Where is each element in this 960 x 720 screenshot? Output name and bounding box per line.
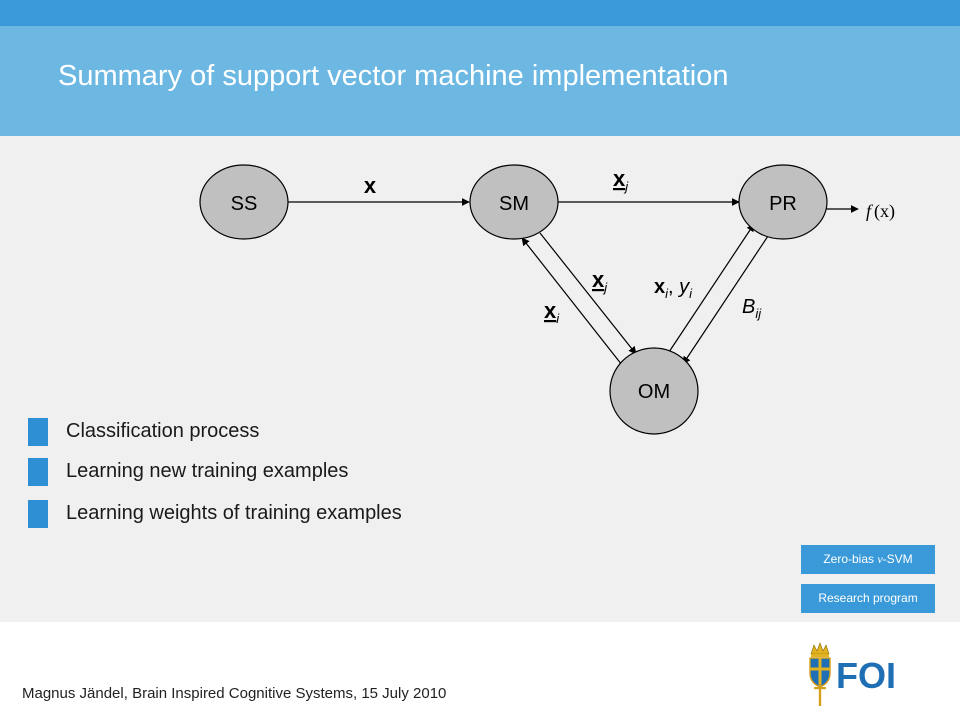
edge-label-ss-sm: x <box>364 173 377 198</box>
research-program-button[interactable]: Research program <box>801 584 935 613</box>
node-pr-label: PR <box>769 193 797 215</box>
edge-label-om-pr-sep: , <box>668 276 679 298</box>
node-ss <box>199 164 289 240</box>
legend-swatch <box>28 418 48 446</box>
edge-pr-om <box>682 232 771 365</box>
edge-label-sm-pr-main: x <box>613 166 626 191</box>
logo-text: FOI <box>836 655 896 696</box>
edge-label-sm-pr-sub: j <box>623 179 629 194</box>
node-sm-label: SM <box>499 193 529 215</box>
slide-content-area: SS SM PR OM f(x) x xj xj xi xi, yi Bij <box>0 136 960 622</box>
output-function: f <box>866 201 874 221</box>
edge-label-om-pr-x: x <box>654 276 665 298</box>
edge-label-sm-pr: xj <box>613 166 629 194</box>
zero-bias-suffix: -SVM <box>882 552 913 566</box>
edge-label-sm-om-main: x <box>592 267 605 292</box>
legend-label: Classification process <box>66 420 260 442</box>
node-om <box>609 347 699 435</box>
edge-label-om-pr: xi, yi <box>654 276 693 301</box>
node-pr <box>738 164 828 240</box>
nu-symbol: ν <box>877 552 883 566</box>
edge-label-pr-om-sub: ij <box>755 306 762 321</box>
legend-label: Learning weights of training examples <box>66 502 402 524</box>
zero-bias-svm-button[interactable]: Zero-bias ν-SVM <box>801 545 935 574</box>
node-ss-label: SS <box>231 193 258 215</box>
edge-label-sm-om: xj <box>592 267 608 295</box>
crown-icon <box>810 642 830 657</box>
edge-om-pr <box>666 223 755 356</box>
foi-logo: FOI <box>809 642 896 706</box>
legend-swatch <box>28 458 48 486</box>
edge-om-sm <box>521 237 623 366</box>
edge-label-om-pr-x-sub: i <box>665 286 669 301</box>
edge-label-om-sm-main: x <box>544 298 557 323</box>
title-banner <box>0 26 960 136</box>
edge-label-pr-om: Bij <box>742 296 762 321</box>
legend-swatch <box>28 500 48 528</box>
edge-sm-om <box>539 232 637 355</box>
edge-label-om-pr-y-sub: i <box>689 286 693 301</box>
edge-label-om-sm: xi <box>544 298 560 326</box>
legend-label: Learning new training examples <box>66 460 349 482</box>
sword-icon <box>814 684 826 706</box>
edge-label-sm-om-sub: j <box>602 280 608 295</box>
slide-title: Summary of support vector machine implem… <box>58 60 729 92</box>
node-sm <box>469 164 559 240</box>
edge-label-om-pr-y: y <box>677 276 690 298</box>
footer-text: Magnus Jändel, Brain Inspired Cognitive … <box>22 685 447 702</box>
node-om-label: OM <box>638 381 670 403</box>
top-accent-bar <box>0 0 960 26</box>
svm-diagram: SS SM PR OM f(x) x xj xj xi xi, yi Bij <box>199 164 895 435</box>
output-label: f(x) <box>866 201 895 222</box>
zero-bias-prefix: Zero-bias <box>823 552 878 566</box>
shield-icon <box>809 657 831 688</box>
edge-label-om-sm-sub: i <box>556 311 560 326</box>
output-argument: (x) <box>874 201 895 222</box>
edge-label-pr-om-main: B <box>742 296 755 318</box>
